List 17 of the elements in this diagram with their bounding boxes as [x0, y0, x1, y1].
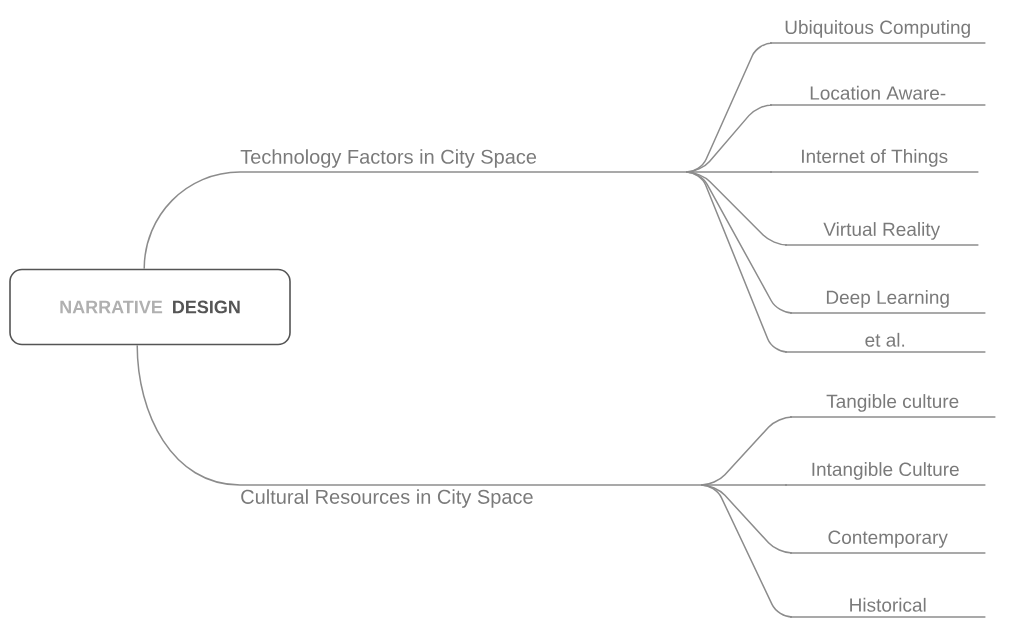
topic-label: Tangible culture: [789, 394, 997, 418]
topic-label: Virtual Reality: [784, 222, 980, 246]
branch-label: Technology Factors in City Space: [239, 149, 692, 173]
topic-label: Intangible Culture: [784, 462, 987, 486]
branch-line: [136, 344, 241, 486]
root-box: NARRATIVE DESIGN: [9, 268, 291, 346]
topic-label: Ubiquitous Computing: [769, 20, 987, 44]
topic-label: Internet of Things: [769, 149, 980, 173]
topic-label: Historical: [789, 597, 987, 618]
topic-label: Deep Learning: [789, 290, 987, 314]
topic-label: Contemporary: [789, 530, 987, 554]
branch-line: [685, 171, 788, 353]
branch-label: Cultural Resources in City Space: [239, 484, 707, 508]
topic-label: et al.: [784, 332, 987, 353]
topic-label: Location Aware-: [769, 85, 987, 106]
branch-line: [143, 171, 241, 270]
branch-line: [700, 484, 793, 618]
